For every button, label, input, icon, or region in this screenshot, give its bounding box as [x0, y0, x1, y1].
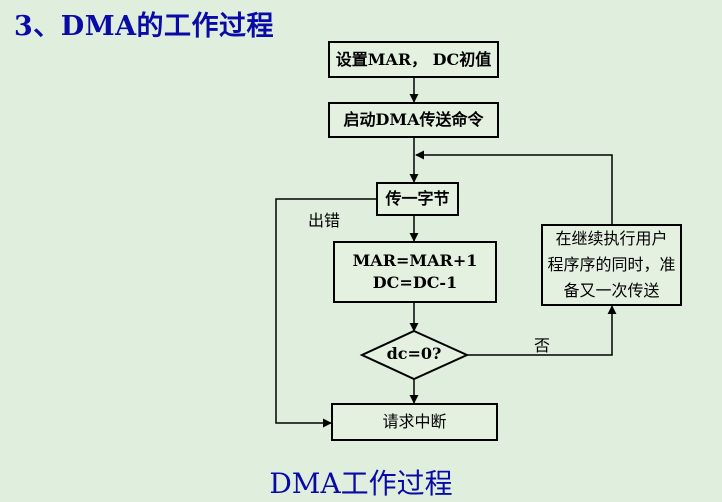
set-initial-values-box: 设置MAR， DC初值 — [328, 41, 499, 78]
parallel-line-2: 程序序的同时，准 — [547, 255, 676, 274]
increment-registers-box: MAR=MAR+1 DC=DC-1 — [333, 241, 497, 303]
diagram-caption: DMA工作过程 — [269, 467, 453, 500]
transfer-byte-box: 传一字节 — [376, 182, 459, 216]
decision-label: dc=0? — [386, 344, 442, 363]
error-edge-label: 出错 — [308, 211, 341, 230]
edge-error-to-interrupt — [275, 198, 376, 428]
parallel-line-1: 在继续执行用户 — [555, 229, 668, 248]
start-dma-command-label: 启动DMA传送命令 — [343, 110, 484, 129]
edge-decision-no-to-parallel — [467, 305, 617, 356]
transfer-byte-label: 传一字节 — [385, 189, 450, 208]
slide-title: 3、DMA的工作过程 — [14, 11, 275, 42]
parallel-line-3: 备又一次传送 — [563, 281, 660, 300]
set-initial-values-label: 设置MAR， DC初值 — [335, 49, 492, 69]
start-dma-command-box: 启动DMA传送命令 — [328, 102, 499, 138]
mar-increment-label: MAR=MAR+1 — [352, 251, 478, 270]
request-interrupt-label: 请求中断 — [382, 412, 447, 431]
edge-parallel-to-transfer-loop — [415, 150, 613, 224]
no-edge-label: 否 — [534, 336, 551, 355]
continue-user-program-box: 在继续执行用户 程序序的同时，准 备又一次传送 — [541, 224, 682, 306]
dc-decrement-label: DC=DC-1 — [372, 273, 458, 292]
request-interrupt-box: 请求中断 — [331, 403, 498, 441]
